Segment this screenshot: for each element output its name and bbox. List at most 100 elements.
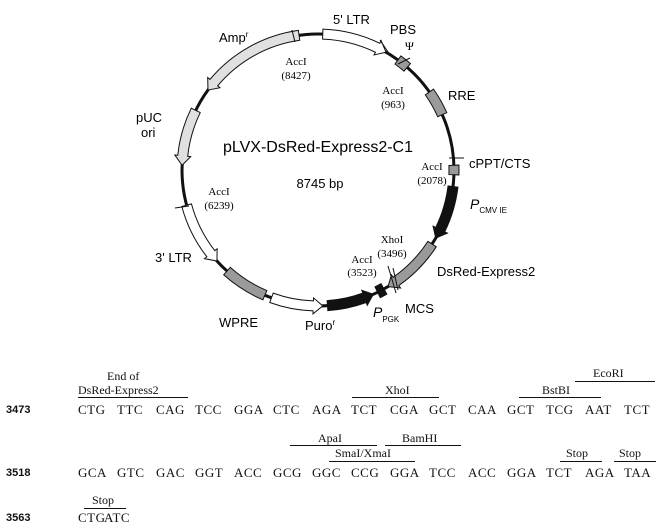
annotation-end-of-1: End of [107, 369, 140, 383]
arc-puro [269, 292, 324, 315]
sequence-row-1: 3473 CTG TTC CAG TCC GGA CTC AGA TCT CGA… [0, 402, 660, 422]
label-psi: Ψ [405, 39, 414, 53]
codon: TAA [624, 465, 652, 480]
codon: AGA [312, 402, 342, 417]
label-ppgk: PPGK [373, 304, 400, 324]
bar-xhoI [352, 397, 439, 398]
label-ppgk-sub: PGK [382, 315, 400, 324]
site-accI-6239-pos: (6239) [204, 200, 234, 212]
site-accI-3523-name: AccI [351, 254, 373, 266]
codon: GGT [195, 465, 224, 480]
site-accI-3523-pos: (3523) [347, 267, 377, 279]
arc-dsred [387, 240, 437, 289]
label-pcmv-sub: CMV IE [479, 206, 507, 215]
codon: CAG [156, 402, 185, 417]
arc-pcmv [432, 185, 459, 239]
annotation-stop-1: Stop [566, 446, 589, 460]
site-accI-2078-pos: (2078) [417, 175, 447, 187]
label-pcmv: PCMV IE [470, 196, 507, 215]
bar-smaI [329, 461, 415, 462]
annotation-xhoI: XhoI [385, 383, 410, 397]
codon: TCC [429, 465, 456, 480]
annotation-smaI: SmaI/XmaI [335, 446, 391, 460]
codon: CTG [78, 510, 106, 525]
codon: ACC [234, 465, 263, 480]
codon: GCT [507, 402, 535, 417]
codon: GGA [507, 465, 537, 480]
site-xhoI-pos: (3496) [377, 248, 407, 260]
label-cppt: cPPT/CTS [469, 156, 531, 171]
bar-stop-3 [84, 508, 126, 509]
label-puro-sup: r [332, 318, 335, 327]
label-pbs: PBS [390, 22, 416, 37]
annotation-ecoRI: EcoRI [593, 366, 624, 380]
tick-accI-3523 [387, 265, 397, 294]
label-dsred: DsRed-Express2 [437, 264, 535, 279]
codon: TTC [117, 402, 144, 417]
arc-cppt [448, 164, 460, 176]
arc-wpre [222, 266, 268, 301]
codon: GGA [390, 465, 420, 480]
annotation-bamHI: BamHI [402, 431, 438, 445]
codon: TCT [546, 465, 573, 480]
codon: AAT [585, 402, 612, 417]
label-puc-1: pUC [136, 110, 162, 125]
site-accI-963-name: AccI [382, 85, 404, 97]
label-puro: Puror [305, 318, 335, 333]
sequence-row-3: 3563 CTG ATC [0, 510, 660, 530]
annotation-apaI: ApaI [318, 431, 342, 445]
arc-5ltr [322, 28, 387, 56]
arc-ppgk [326, 289, 375, 312]
codon: GCT [429, 402, 457, 417]
codon: GAC [156, 465, 185, 480]
label-puro-main: Puro [305, 318, 332, 333]
site-accI-2078-name: AccI [421, 161, 443, 173]
arc-rre [424, 88, 448, 118]
codon: TCT [351, 402, 378, 417]
arc-amp [207, 29, 301, 91]
tick-accI-963 [397, 57, 411, 65]
label-puc-2: ori [141, 125, 156, 140]
label-pcmv-main: P [470, 196, 480, 212]
codon: TCC [195, 402, 222, 417]
codon: ACC [468, 465, 497, 480]
arc-mcs [374, 283, 388, 299]
sequence-row-2: 3518 GCA GTC GAC GGT ACC GCG GGC CCG GGA… [0, 465, 660, 485]
codon: CAA [468, 402, 497, 417]
tick-accI-6239 [174, 205, 190, 209]
codon: GGA [234, 402, 264, 417]
plasmid-size: 8745 bp [297, 176, 344, 191]
site-accI-8427-name: AccI [285, 56, 307, 68]
bar-ecoRI [575, 381, 655, 382]
arc-3ltr [181, 203, 218, 262]
arc-puc [173, 107, 201, 167]
codon: CTC [273, 402, 300, 417]
tick-accI-8427 [291, 29, 296, 43]
bar-bstBI [519, 397, 601, 398]
label-ppgk-main: P [373, 304, 383, 320]
codon: ATC [104, 510, 131, 525]
bar-apaI [290, 445, 377, 446]
bar-stop-1 [560, 461, 602, 462]
annotation-stop-2: Stop [619, 446, 642, 460]
annotation-end-of-2: DsRed-Express2 [78, 383, 159, 397]
site-xhoI-name: XhoI [381, 234, 404, 246]
label-amp-main: Amp [219, 30, 246, 45]
codon: AGA [585, 465, 615, 480]
site-accI-6239-name: AccI [208, 186, 230, 198]
label-3ltr: 3' LTR [155, 250, 192, 265]
bar-end-of [78, 397, 188, 398]
site-accI-963-pos: (963) [381, 99, 405, 111]
annotation-stop-3: Stop [92, 493, 115, 507]
label-rre: RRE [448, 88, 476, 103]
codon: CGA [390, 402, 419, 417]
arc-pbs-psi [394, 55, 412, 72]
tick-pbs [379, 39, 389, 53]
bar-bamHI [385, 445, 461, 446]
codon: GTC [117, 465, 145, 480]
label-wpre: WPRE [219, 315, 258, 330]
row-position: 3518 [6, 467, 31, 479]
codon: TCT [624, 402, 651, 417]
label-mcs: MCS [405, 301, 434, 316]
